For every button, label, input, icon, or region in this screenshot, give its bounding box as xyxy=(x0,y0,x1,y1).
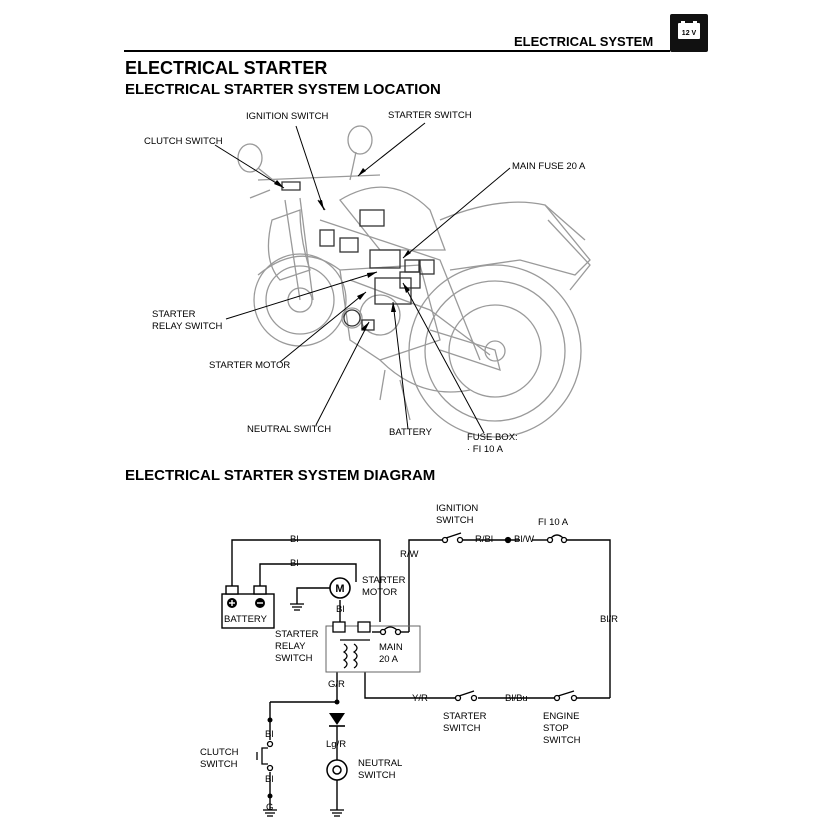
label-fuse-box-1: FUSE BOX: xyxy=(467,432,518,443)
main-fuse-label-2: 20 A xyxy=(379,654,399,665)
label-clutch-switch: CLUTCH SWITCH xyxy=(144,136,223,147)
wire-bl-clutch-top: Bl xyxy=(265,729,273,740)
wire-rw: R/W xyxy=(400,549,419,560)
starter-motor-label-1: STARTER xyxy=(362,575,406,586)
engine-stop-label-2: STOP xyxy=(543,723,569,734)
wire-bl-top: Bl xyxy=(290,534,298,545)
wire-bl-motor: Bl xyxy=(336,604,344,615)
wires xyxy=(231,539,611,810)
neutral-label-1: NEUTRAL xyxy=(358,758,402,769)
leader-lines xyxy=(214,122,511,434)
wire-yr: Y/R xyxy=(412,693,428,704)
main-fuse-label-1: MAIN xyxy=(379,642,403,653)
ignition-label-2: SWITCH xyxy=(436,515,474,526)
starter-switch-label-2: SWITCH xyxy=(443,723,481,734)
badge-text: 12 V xyxy=(682,30,697,37)
header-rule xyxy=(124,50,670,52)
diagram-labels: Bl Bl IGNITION SWITCH FI 10 A R/W R/Bl B… xyxy=(200,503,618,813)
engine-stop-label-3: SWITCH xyxy=(543,735,581,746)
clutch-switch-icon xyxy=(256,740,274,772)
relay-internals xyxy=(332,621,402,669)
diagram-heading: ELECTRICAL STARTER SYSTEM DIAGRAM xyxy=(125,467,436,484)
motor-icon xyxy=(329,577,351,599)
wiring-diagram: M xyxy=(200,503,618,817)
label-starter-motor: STARTER MOTOR xyxy=(209,360,290,371)
engine-stop-label-1: ENGINE xyxy=(543,711,579,722)
label-neutral-switch: NEUTRAL SWITCH xyxy=(247,424,331,435)
clutch-label-2: SWITCH xyxy=(200,759,238,770)
wire-lgr: Lg/R xyxy=(326,739,346,750)
relay-label-2: RELAY xyxy=(275,641,306,652)
wire-blbu: Bl/Bu xyxy=(505,693,528,704)
label-fuse-box-2: · FI 10 A xyxy=(467,444,504,455)
wire-bl-clutch-bot: Bl xyxy=(265,774,273,785)
wire-bl-mid: Bl xyxy=(290,558,298,569)
clutch-label-1: CLUTCH xyxy=(200,747,239,758)
wire-rbl: R/Bl xyxy=(475,534,493,545)
section-header: ELECTRICAL SYSTEM xyxy=(514,34,654,49)
motorcycle-drawing xyxy=(237,125,591,438)
components xyxy=(281,181,435,331)
page-title: ELECTRICAL STARTER xyxy=(125,58,328,78)
relay-box xyxy=(325,625,421,673)
ignition-label-1: IGNITION xyxy=(436,503,478,514)
motorcycle-illustration: IGNITION SWITCH STARTER SWITCH CLUTCH SW… xyxy=(144,110,591,455)
fi-fuse-label: FI 10 A xyxy=(538,517,569,528)
battery-label: BATTERY xyxy=(224,614,268,625)
neutral-label-2: SWITCH xyxy=(358,770,396,781)
label-battery: BATTERY xyxy=(389,427,433,438)
relay-label-1: STARTER xyxy=(275,629,319,640)
location-heading: ELECTRICAL STARTER SYSTEM LOCATION xyxy=(125,81,441,98)
leader-arrows xyxy=(274,168,411,331)
switch-contacts xyxy=(441,532,578,702)
starter-switch-label-1: STARTER xyxy=(443,711,487,722)
battery-badge: 12 V xyxy=(670,14,708,52)
label-starter-switch: STARTER SWITCH xyxy=(388,110,472,121)
label-ignition-switch: IGNITION SWITCH xyxy=(246,111,328,122)
wire-gr: G/R xyxy=(328,679,345,690)
neutral-switch-icon xyxy=(326,759,348,781)
wire-blw: Bl/W xyxy=(514,534,534,545)
wire-blr: Bl/R xyxy=(600,614,618,625)
relay-label-3: SWITCH xyxy=(275,653,313,664)
battery-12v-icon: 12 V xyxy=(678,21,700,39)
motor-symbol: M xyxy=(335,583,344,595)
ground-icon xyxy=(263,603,344,817)
wire-g: G xyxy=(266,802,273,813)
label-starter-relay-2: RELAY SWITCH xyxy=(152,321,223,332)
diode-icon xyxy=(329,713,345,725)
label-starter-relay-1: STARTER xyxy=(152,309,196,320)
label-main-fuse: MAIN FUSE 20 A xyxy=(512,161,586,172)
starter-motor-label-2: MOTOR xyxy=(362,587,397,598)
